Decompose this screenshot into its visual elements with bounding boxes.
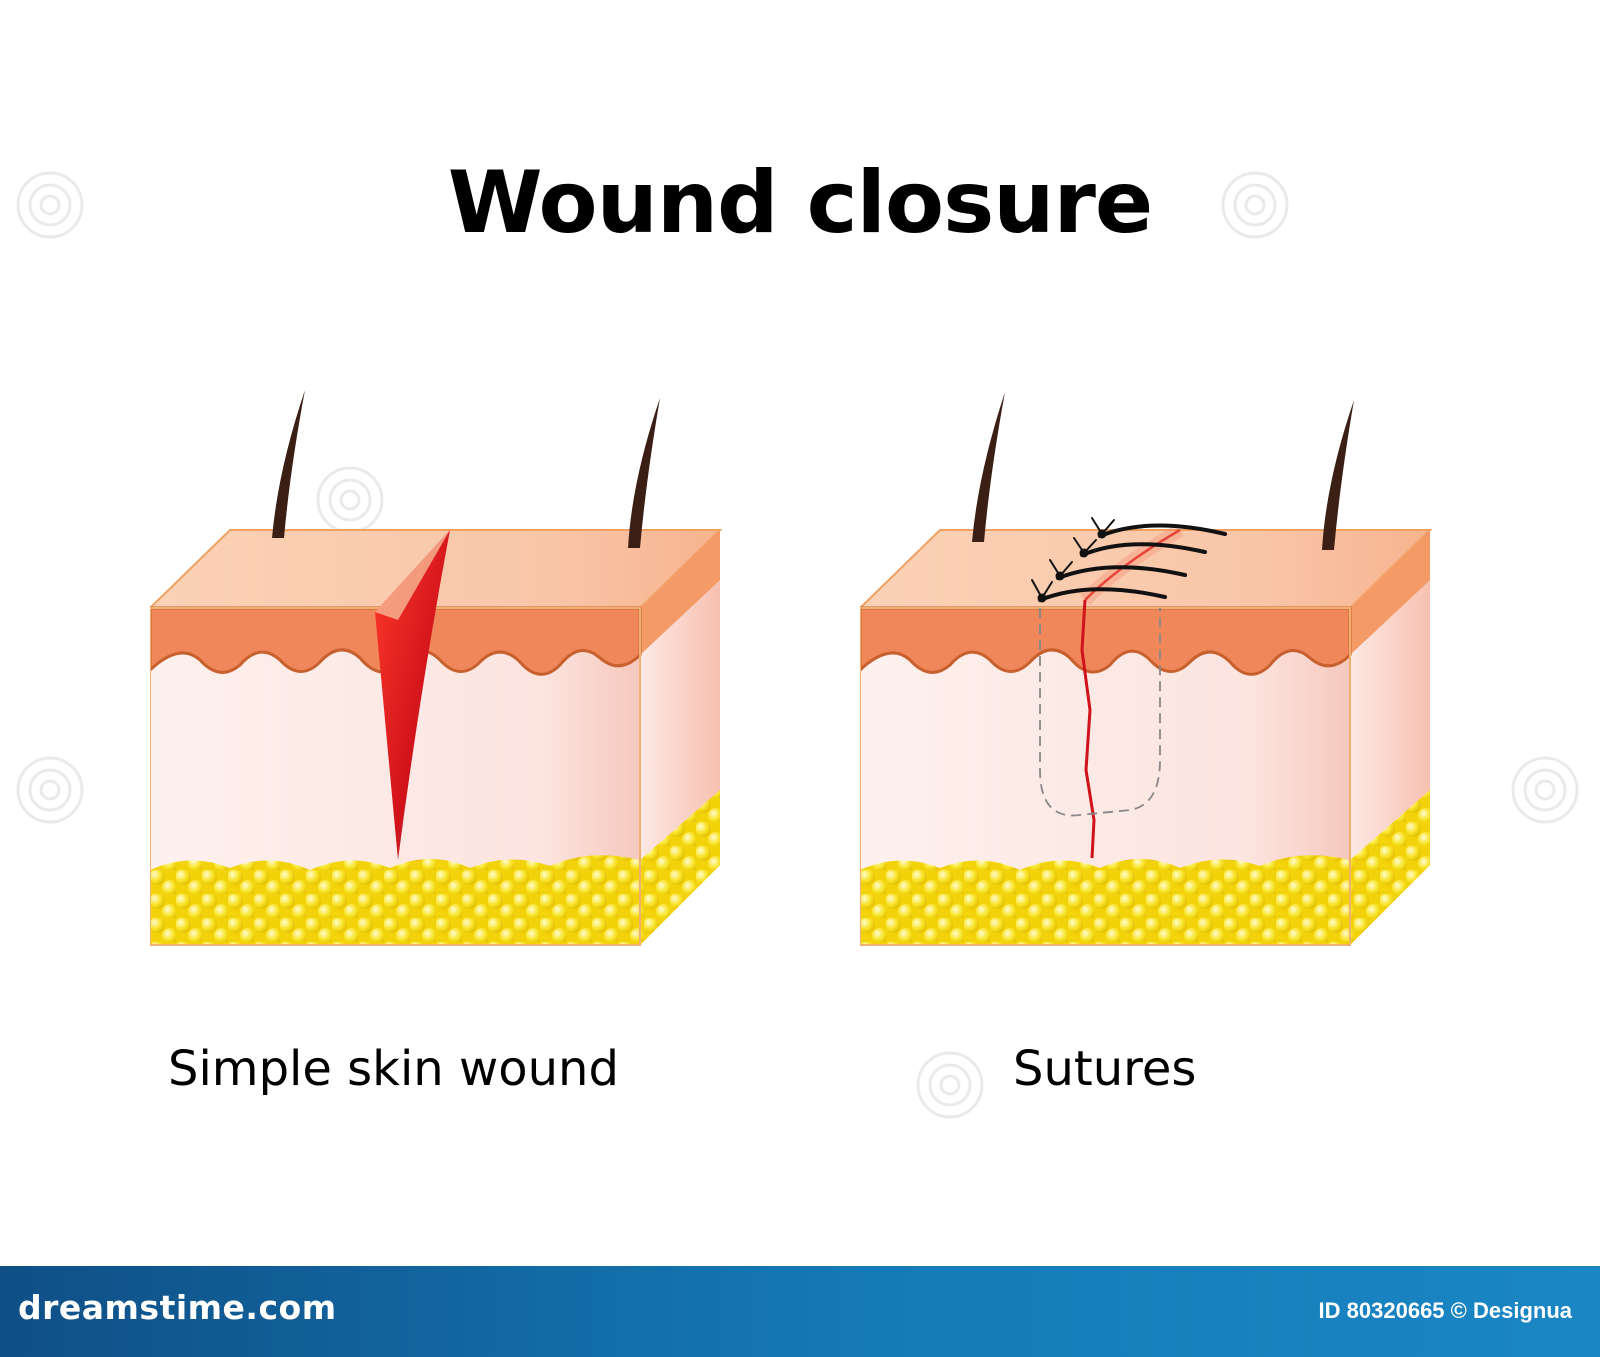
footer-bar: dreamstime.com ID 80320665 © Designua: [0, 1266, 1600, 1357]
suture-path: [1039, 608, 1161, 817]
caption-sutures: Sutures: [1013, 1041, 1197, 1097]
sutures-diagram: [860, 392, 1433, 946]
caption-simple-skin-wound: Simple skin wound: [168, 1041, 619, 1097]
incision-surface: [1084, 528, 1181, 601]
hair-strand: [272, 390, 305, 538]
hair-strand: [628, 398, 660, 548]
page-title: Wound closure: [447, 153, 1154, 253]
incision-depth: [1080, 599, 1096, 859]
suture-stitches: [1031, 517, 1227, 603]
skin-wound-diagram: [150, 390, 723, 946]
epidermis-layer: [860, 606, 1352, 676]
watermark-pattern: [16, 171, 1579, 1119]
fat-layer: [860, 790, 1430, 945]
image-credit: ID 80320665 © Designua: [1318, 1298, 1572, 1323]
hair-strand: [972, 392, 1005, 542]
hair-strand: [1322, 400, 1354, 550]
dreamstime-logo[interactable]: dreamstime.com: [18, 1288, 337, 1327]
fat-layer: [150, 790, 720, 945]
